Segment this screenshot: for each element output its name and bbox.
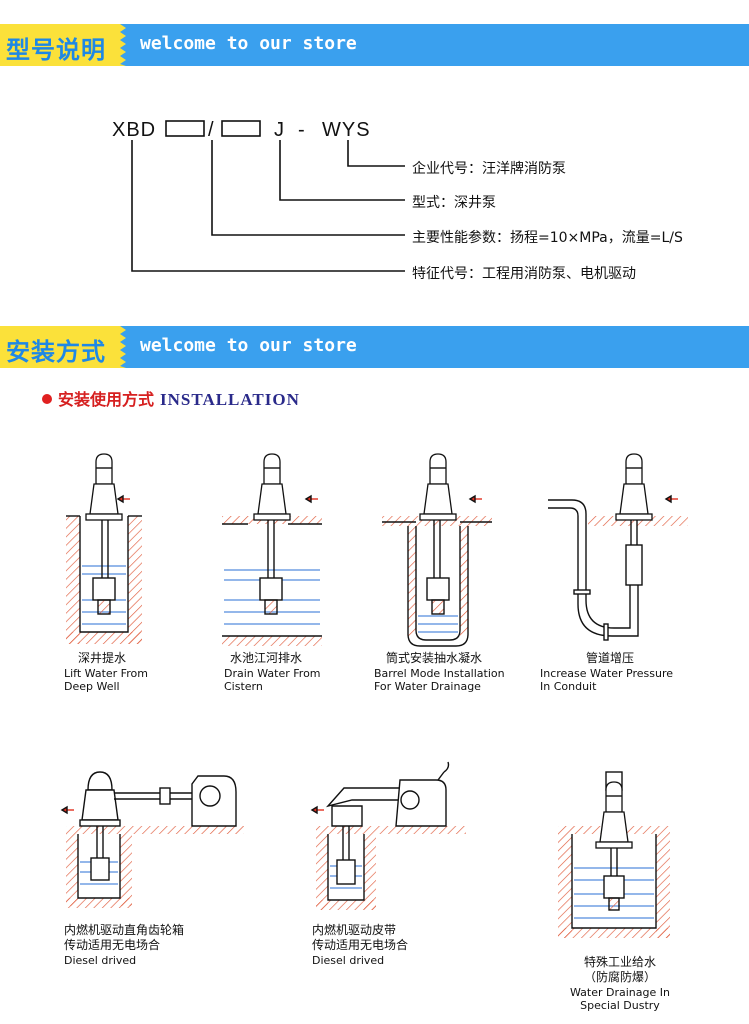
code-leader-lines: [131, 120, 405, 272]
diagram-cistern: [222, 453, 322, 646]
code-dash: -: [298, 119, 306, 141]
caption-deep-well: 深井提水 Lift Water From Deep Well: [64, 651, 148, 694]
banner-zigzag-icon: [116, 24, 132, 66]
banner-zigzag-icon: [116, 326, 132, 368]
diagram-special-industry: [558, 771, 670, 938]
code-prefix: XBD: [112, 119, 157, 141]
diagram-barrel: [382, 453, 492, 647]
desc-params: 主要性能参数：扬程=10×MPa，流量=L/S: [412, 230, 683, 246]
diagram-diesel-gear: [61, 771, 244, 908]
caption-diesel-gear: 内燃机驱动直角齿轮箱 传动适用无电场合 Diesel drived: [64, 923, 185, 968]
code-j: J: [274, 119, 285, 141]
caption-special-industry: 特殊工业给水 （防腐防爆） Water Drainage In Special …: [570, 955, 670, 1013]
diagram-diesel-belt: [311, 761, 466, 910]
red-dot-icon: [42, 394, 52, 404]
caption-diesel-belt: 内燃机驱动皮带 传动适用无电场合 Diesel drived: [312, 923, 409, 968]
banner-bar: welcome to our store: [130, 326, 749, 368]
banner-model: 型号说明 welcome to our store: [0, 24, 749, 66]
desc-type: 型式：深井泵: [412, 195, 496, 211]
diagram-deep-well: [66, 453, 142, 644]
caption-conduit: 管道增压 Increase Water Pressure In Conduit: [540, 651, 674, 694]
diagram-conduit: [548, 453, 688, 641]
banner-bar: welcome to our store: [130, 24, 749, 66]
caption-barrel: 筒式安装抽水凝水 Barrel Mode Installation For Wa…: [374, 651, 505, 694]
banner-install: 安装方式 welcome to our store: [0, 326, 749, 368]
caption-cistern: 水池江河排水 Drain Water From Cistern: [224, 651, 321, 694]
code-suffix: WYS: [322, 119, 371, 141]
banner-tag: 安装方式: [0, 326, 120, 368]
desc-company: 企业代号：汪洋牌消防泵: [412, 161, 566, 177]
code-slash: /: [208, 119, 215, 141]
banner-tag: 型号说明: [0, 24, 120, 66]
desc-feature: 特征代号：工程用消防泵、电机驱动: [412, 266, 636, 282]
